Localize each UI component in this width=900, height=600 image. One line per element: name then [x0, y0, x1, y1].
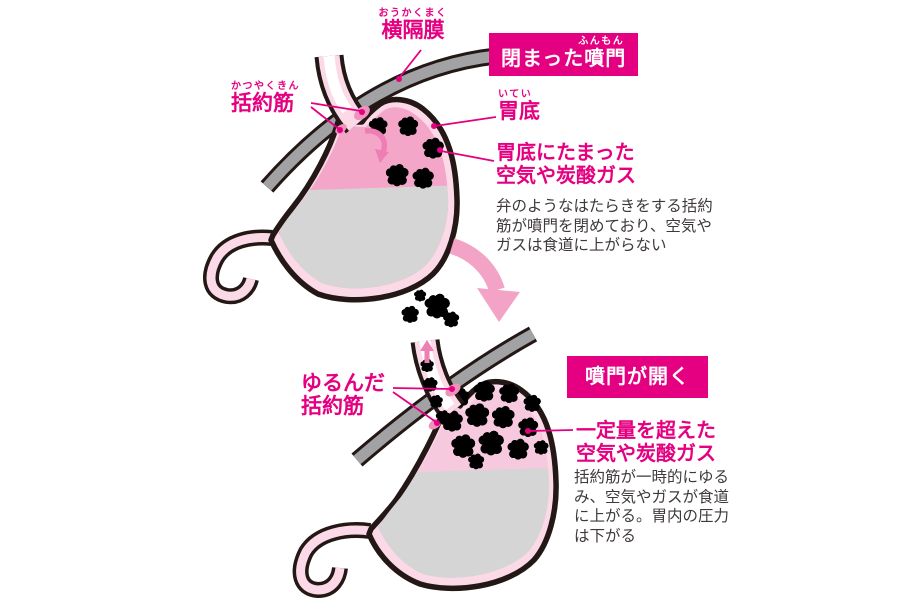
duodenum-bottom	[292, 522, 372, 599]
stomach-top	[268, 96, 460, 303]
fundus-furigana: いてい	[498, 89, 533, 100]
closed-cardia-description: 弁のようなはたらきをする括約 筋が噴門を閉めており、空気や ガスは食道に上がらな…	[496, 197, 713, 255]
sphincter-label-top: かつやくきん 括約筋	[231, 81, 300, 115]
sphincter-furigana: かつやくきん	[231, 81, 300, 92]
open-cardia-description: 括約筋が一時的にゆる み、空気やガスが食道 に上がる。胃内の圧力 は下がる	[574, 468, 730, 546]
loose-sphincter-label: ゆるんだ 括約筋	[301, 371, 385, 418]
excess-gas-heading: 一定量を超えた 空気や炭酸ガス	[576, 418, 716, 465]
trapped-gas-heading: 胃底にたまった 空気や炭酸ガス	[496, 140, 636, 187]
stomach-top-liquid	[280, 185, 449, 289]
open-cardia-badge: 噴門が開く	[567, 356, 708, 398]
gas-circulation-arrow	[364, 128, 389, 163]
diaphragm-band-top	[260, 47, 497, 193]
stomach-bottom	[366, 379, 559, 592]
closed-cardia-badge: ふんもん 閉まった噴門	[489, 33, 639, 76]
fundus-text: 胃底	[498, 99, 540, 123]
fundus-label: いてい 胃底	[498, 89, 540, 123]
diaphragm-label: おうかくまく 横隔膜	[368, 8, 458, 42]
duodenum-top	[203, 229, 273, 305]
diaphragm-furigana: おうかくまく	[378, 8, 448, 19]
gas-escape-arrow	[420, 340, 434, 363]
diaphragm-text: 横隔膜	[381, 18, 445, 42]
esophagus-top	[314, 54, 369, 134]
gas-bubbles-escaping	[401, 289, 460, 328]
closed-cardia-badge-text: 閉まった噴門	[501, 46, 627, 70]
transition-arrow	[449, 238, 520, 322]
closed-cardia-badge-furigana: ふんもん	[578, 36, 625, 47]
open-cardia-badge-text: 噴門が開く	[585, 364, 690, 388]
leader-lines	[310, 49, 574, 434]
sphincter-text: 括約筋	[231, 91, 294, 115]
